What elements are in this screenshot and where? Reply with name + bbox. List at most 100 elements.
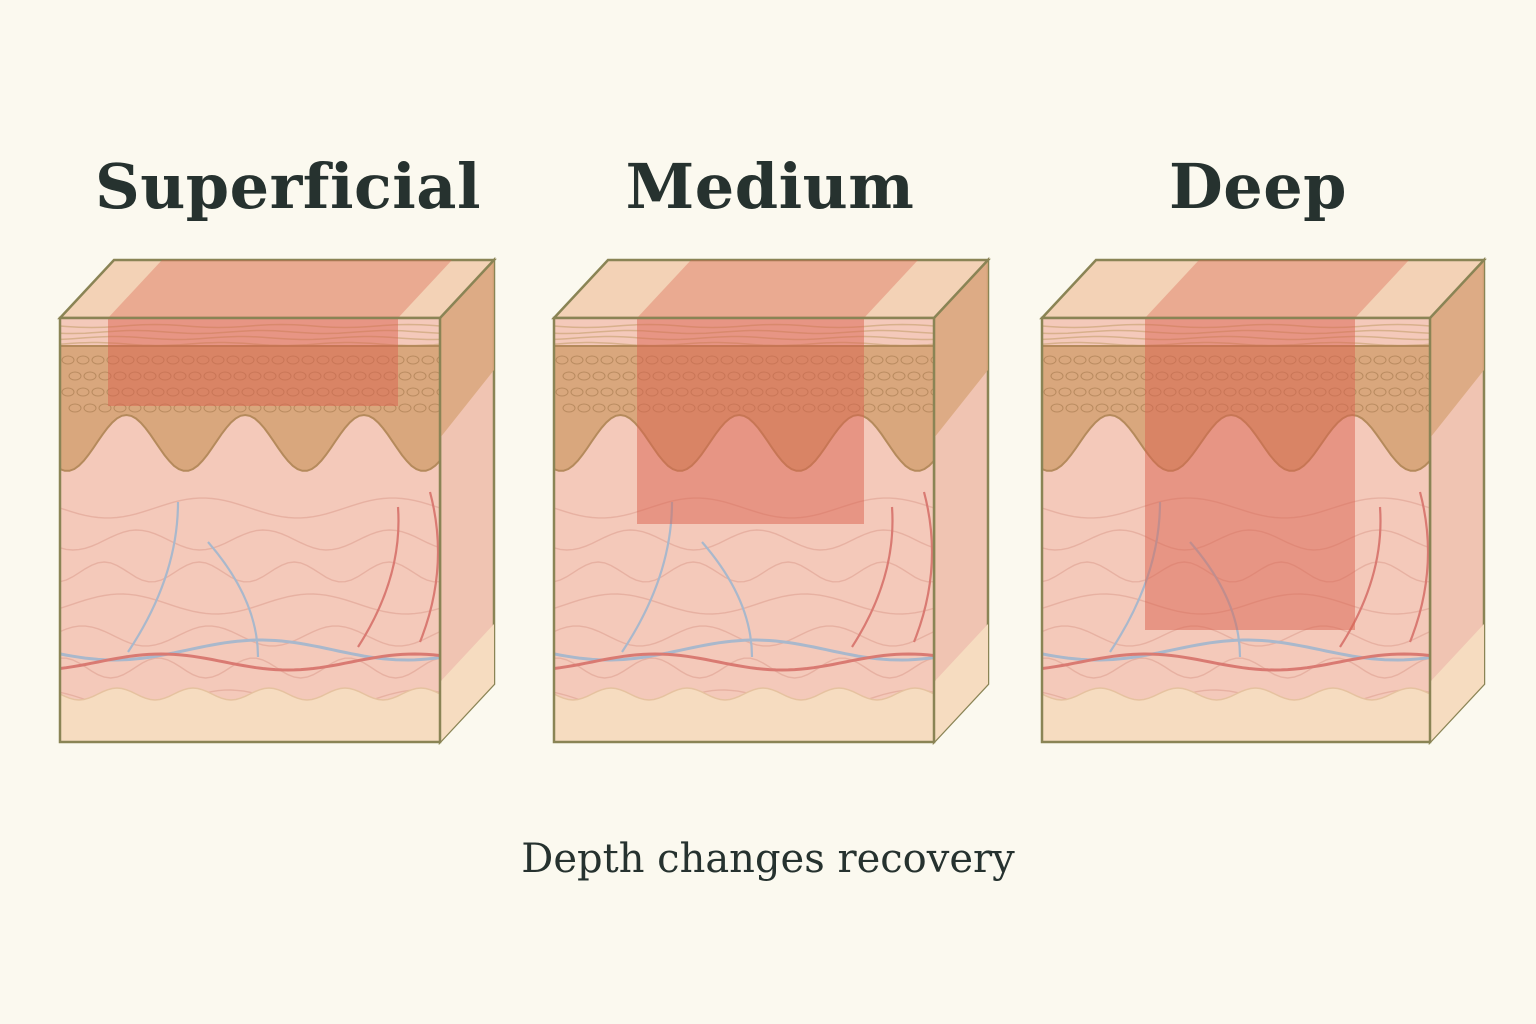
panel-title-superficial: Superficial: [94, 150, 482, 223]
cell: [1388, 387, 1402, 397]
collagen-fiber: [60, 657, 440, 679]
vessel-branch: [357, 506, 400, 648]
cell: [428, 403, 440, 413]
artery: [60, 652, 440, 672]
cell: [83, 403, 97, 413]
collagen-fiber: [554, 561, 934, 583]
cell: [592, 371, 606, 381]
vessel-branch: [701, 541, 754, 658]
cell: [600, 387, 614, 397]
side-fat: [1430, 624, 1484, 742]
cell: [555, 387, 569, 397]
skin-block-superficial: [57, 256, 497, 746]
cell: [1125, 403, 1139, 413]
cell: [1358, 387, 1372, 397]
cell: [1073, 387, 1087, 397]
vessel-branch: [1339, 506, 1382, 648]
treatment-zone: [108, 318, 398, 406]
cell: [1403, 387, 1417, 397]
cell: [570, 355, 584, 365]
cell: [1380, 403, 1394, 413]
cell: [1103, 355, 1117, 365]
cell: [1058, 387, 1072, 397]
cell: [406, 387, 420, 397]
cell: [915, 355, 929, 365]
cell: [1418, 387, 1430, 397]
vessel-branch: [418, 491, 440, 643]
front-face-layers: [1042, 318, 1430, 742]
treatment-zone-top: [1145, 260, 1409, 318]
cell: [76, 355, 90, 365]
fat-layer: [1042, 687, 1430, 742]
cell: [1103, 387, 1117, 397]
treatment-zone-top: [108, 260, 452, 318]
cell: [421, 355, 435, 365]
cell: [615, 387, 629, 397]
cell: [91, 387, 105, 397]
artery: [554, 652, 934, 672]
cell: [622, 371, 636, 381]
cell: [585, 355, 599, 365]
collagen-fiber: [554, 657, 934, 679]
cell: [1050, 403, 1064, 413]
cell: [870, 355, 884, 365]
front-face-layers: [554, 318, 934, 742]
cell: [1388, 355, 1402, 365]
cell: [406, 355, 420, 365]
cell: [900, 387, 914, 397]
cell: [76, 387, 90, 397]
front-face-outline: [1040, 316, 1432, 744]
collagen-fiber: [60, 561, 440, 583]
cell: [91, 355, 105, 365]
cell: [607, 403, 621, 413]
cell: [83, 371, 97, 381]
cell: [61, 355, 75, 365]
cell: [870, 387, 884, 397]
cell: [877, 371, 891, 381]
cell: [1080, 403, 1094, 413]
front-face-outline: [552, 316, 936, 744]
cell: [907, 403, 921, 413]
cell: [1425, 403, 1430, 413]
treatment-zone: [637, 318, 864, 524]
front-face-outline: [58, 316, 442, 744]
cell: [877, 403, 891, 413]
treatment-zone: [1145, 318, 1355, 630]
cell: [892, 371, 906, 381]
collagen-fiber: [60, 529, 440, 551]
cell: [592, 403, 606, 413]
artery: [1042, 652, 1430, 672]
side-fat: [440, 624, 494, 742]
cell: [1365, 371, 1379, 381]
cell: [930, 356, 934, 364]
cell: [885, 355, 899, 365]
cell: [1073, 355, 1087, 365]
cell: [1110, 371, 1124, 381]
fat-layer: [60, 687, 440, 742]
cell: [436, 388, 440, 396]
cell: [615, 355, 629, 365]
fat-layer: [554, 687, 934, 742]
cell: [1110, 403, 1124, 413]
cell: [885, 387, 899, 397]
collagen-fiber: [1042, 657, 1430, 679]
cell: [1065, 371, 1079, 381]
cell: [1425, 371, 1430, 381]
cell: [900, 355, 914, 365]
cell: [930, 388, 934, 396]
cell: [907, 371, 921, 381]
cell: [562, 371, 576, 381]
cell: [61, 387, 75, 397]
cell: [1095, 371, 1109, 381]
cell: [892, 403, 906, 413]
cell: [622, 403, 636, 413]
skin-block-medium: [551, 256, 991, 746]
cell: [1395, 371, 1409, 381]
cell: [577, 403, 591, 413]
cell: [1118, 387, 1132, 397]
vessel-branch: [851, 506, 894, 648]
cell: [1125, 371, 1139, 381]
cell: [600, 355, 614, 365]
cell: [436, 356, 440, 364]
cell: [1358, 355, 1372, 365]
